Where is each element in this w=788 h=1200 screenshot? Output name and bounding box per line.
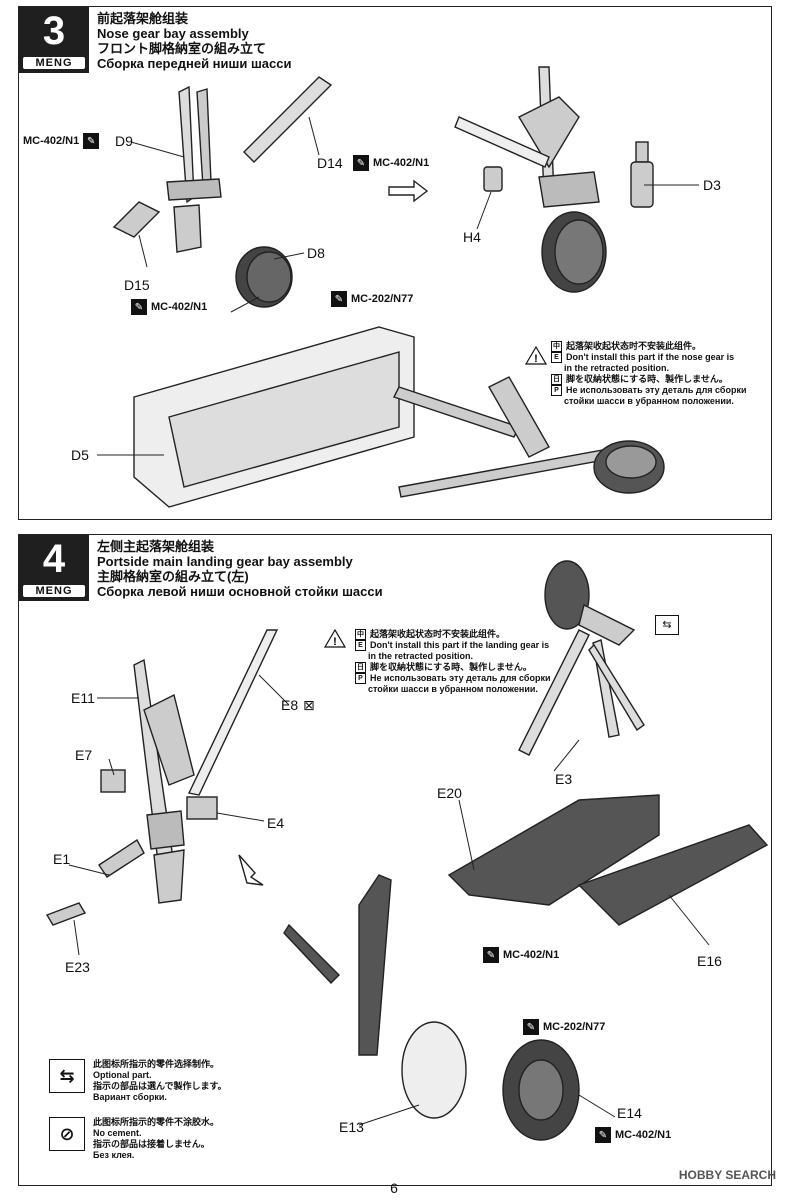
flag-icon: E	[355, 640, 366, 651]
brush-icon: ✎	[83, 133, 100, 149]
part-label-d14: D14	[317, 155, 343, 171]
title-ru: Сборка передней ниши шасси	[97, 56, 292, 71]
svg-text:!: !	[534, 353, 538, 365]
warning-cn: 起落架收起状态时不安装此组件。	[370, 629, 506, 639]
optional-part-icon: ⇆	[655, 615, 679, 635]
part-label-e4: E4	[267, 815, 285, 831]
step-3-illustration: !	[97, 66, 699, 508]
brand-logo: MENG	[23, 585, 85, 597]
warning-ru-2: стойки шасси в убранном положении.	[368, 684, 538, 694]
step-4-badge: 4 MENG	[19, 535, 89, 601]
step-4-illustration: !	[45, 560, 769, 1141]
warning-jp: 脚を収納状態にする時、製作しません。	[370, 662, 532, 672]
title-en: Portside main landing gear bay assembly	[97, 554, 353, 569]
brush-icon: ✎	[131, 299, 147, 315]
paint-callout: ✎ MC-402/N1	[131, 299, 207, 315]
part-label-d15: D15	[124, 277, 150, 293]
warning-note: 中起落架收起状态时不安装此组件。 E Don't install this par…	[355, 629, 551, 695]
legend-ru: Без клея.	[93, 1150, 135, 1160]
title-en: Nose gear bay assembly	[97, 26, 249, 41]
part-label-h4: H4	[463, 229, 481, 245]
flag-icon: 日	[355, 662, 366, 673]
brand-logo: MENG	[23, 57, 85, 69]
brush-icon: ✎	[483, 947, 499, 963]
legend-jp: 指示の部品は接着しません。	[93, 1139, 210, 1149]
brush-icon: ✎	[331, 291, 347, 307]
part-label-e8: E8	[281, 697, 299, 713]
warning-en-1: Don't install this part if the landing g…	[370, 640, 550, 650]
part-label-e3: E3	[555, 771, 573, 787]
paint-callout: ✎ MC-202/N77	[331, 291, 413, 307]
part-label-e1: E1	[53, 851, 71, 867]
legend-en: No cement.	[93, 1128, 142, 1138]
warning-note: 中起落架收起状态时不安装此组件。 E Don't install this par…	[551, 341, 747, 407]
paint-callout: ✎ MC-402/N1	[595, 1127, 671, 1143]
warning-ru-2: стойки шасси в убранном положении.	[564, 396, 734, 406]
flag-icon: E	[551, 352, 562, 363]
legend-jp: 指示の部品は選んで製作します。	[93, 1081, 227, 1091]
warning-en-2: in the retracted position.	[564, 363, 670, 373]
part-label-d3: D3	[703, 177, 721, 193]
paint-code: MC-402/N1	[503, 949, 560, 961]
page-number: 6	[390, 1180, 398, 1196]
paint-callout: ✎ MC-402/N1	[483, 947, 559, 963]
part-label-e7: E7	[75, 747, 93, 763]
legend-en: Optional part.	[93, 1070, 152, 1080]
step-4-panel: 4 MENG 左侧主起落架舱组装 Portside main landing g…	[18, 534, 772, 1186]
step-number: 4	[42, 537, 66, 581]
paint-code: MC-402/N1	[151, 301, 208, 313]
step-3-panel: 3 MENG 前起落架舱组装 Nose gear bay assembly フロ…	[18, 6, 772, 520]
warning-ru-1: Не использовать эту деталь для сборки	[566, 385, 747, 395]
flag-icon: Р	[355, 673, 366, 684]
legend-cn: 此图标所指示的零件选择制作。	[93, 1059, 220, 1069]
svg-text:!: !	[333, 636, 337, 648]
paint-callout: ✎ MC-202/N77	[523, 1019, 605, 1035]
brush-icon: ✎	[353, 155, 369, 171]
part-label-e14: E14	[617, 1105, 642, 1121]
paint-callout: ✎ MC-402/N1	[353, 155, 429, 171]
warning-en-2: in the retracted position.	[368, 651, 474, 661]
title-cn: 左侧主起落架舱组装	[97, 539, 215, 554]
paint-code: MC-202/N77	[351, 293, 414, 305]
part-label-e23: E23	[65, 959, 90, 975]
no-cement-icon: ⊘	[49, 1117, 85, 1151]
warning-en-1: Don't install this part if the nose gear…	[566, 352, 735, 362]
step-number: 3	[42, 9, 66, 53]
flag-icon: 中	[551, 341, 562, 352]
warning-ru-1: Не использовать эту деталь для сборки	[370, 673, 551, 683]
title-cn: 前起落架舱组装	[97, 11, 189, 26]
paint-code: MC-402/N1	[373, 157, 430, 169]
no-cement-icon: ⊠	[303, 697, 315, 713]
part-label-e13: E13	[339, 1119, 364, 1135]
warning-cn: 起落架收起状态时不安装此组件。	[566, 341, 702, 351]
part-label-e11: E11	[71, 690, 95, 706]
title-jp: 主脚格納室の組み立て(左)	[97, 569, 249, 584]
title-jp: フロント脚格納室の組み立て	[97, 41, 267, 56]
paint-callout: MC-402/N1 ✎	[23, 133, 100, 149]
paint-code: MC-402/N1	[615, 1129, 672, 1141]
part-label-e20: E20	[437, 785, 462, 801]
warning-jp: 脚を収納状態にする時、製作しません。	[566, 374, 728, 384]
step-3-titles: 前起落架舱组装 Nose gear bay assembly フロント脚格納室の…	[97, 11, 291, 71]
flag-icon: 日	[551, 374, 562, 385]
flag-icon: 中	[355, 629, 366, 640]
step-3-badge: 3 MENG	[19, 7, 89, 73]
brush-icon: ✎	[595, 1127, 611, 1143]
step-4-titles: 左侧主起落架舱组装 Portside main landing gear bay…	[97, 539, 383, 599]
legend-ru: Вариант сборки.	[93, 1092, 167, 1102]
watermark: HOBBY SEARCH	[678, 1168, 776, 1182]
part-label-d5: D5	[71, 447, 89, 463]
flag-icon: Р	[551, 385, 562, 396]
part-label-d8: D8	[307, 245, 325, 261]
part-label-e16: E16	[697, 953, 722, 969]
legend-cn: 此图标所指示的零件不涂胶水。	[93, 1117, 220, 1127]
brush-icon: ✎	[523, 1019, 539, 1035]
part-label-d9: D9	[115, 133, 133, 149]
paint-code: MC-202/N77	[543, 1021, 606, 1033]
paint-code: MC-402/N1	[23, 135, 80, 147]
optional-part-icon: ⇆	[49, 1059, 85, 1093]
title-ru: Сборка левой ниши основной стойки шасси	[97, 584, 383, 599]
